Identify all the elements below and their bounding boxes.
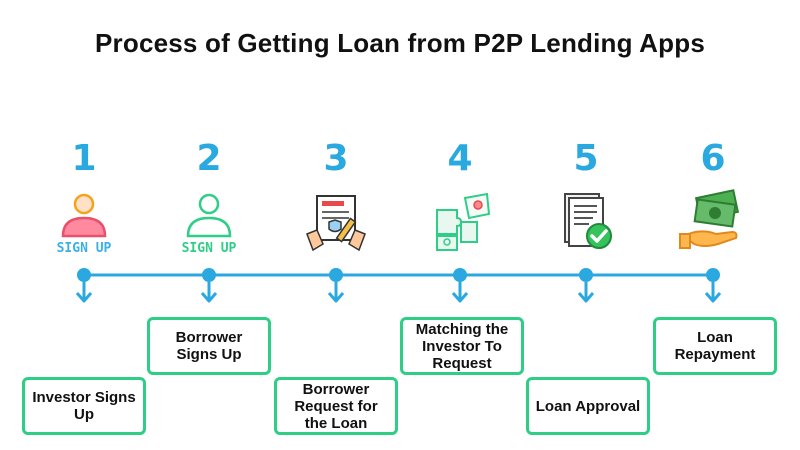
sign-up-text: SIGN UP <box>57 241 112 256</box>
timeline-node-3 <box>327 268 345 303</box>
step-number-1: 1 <box>71 138 97 179</box>
timeline <box>75 268 722 303</box>
step-number-2: 2 <box>196 138 222 179</box>
sign-up-text: SIGN UP <box>182 241 237 256</box>
step-label-loan-repayment: Loan Repayment <box>653 317 777 375</box>
step-label-investor-signs-up: Investor Signs Up <box>22 377 146 435</box>
step-number-6: 6 <box>700 138 726 179</box>
step-label-matching: Matching the Investor To Request <box>400 317 524 375</box>
step-label-borrower-signs-up: Borrower Signs Up <box>147 317 271 375</box>
timeline-node-6 <box>704 268 722 303</box>
investor-sign-up-icon: SIGN UP <box>49 188 119 258</box>
puzzle-match-icon <box>425 188 495 258</box>
step-label-borrower-request: Borrower Request for the Loan <box>274 377 398 435</box>
timeline-node-4 <box>451 268 469 303</box>
step-number-4: 4 <box>447 138 473 179</box>
document-approved-icon <box>551 188 621 258</box>
step-number-3: 3 <box>323 138 349 179</box>
page-title: Process of Getting Loan from P2P Lending… <box>95 28 705 58</box>
timeline-node-1 <box>75 268 93 303</box>
step-label-loan-approval: Loan Approval <box>526 377 650 435</box>
borrower-sign-up-icon: SIGN UP <box>174 188 244 258</box>
timeline-node-2 <box>200 268 218 303</box>
timeline-node-5 <box>577 268 595 303</box>
step-number-5: 5 <box>573 138 599 179</box>
money-hand-icon <box>678 188 748 258</box>
document-request-icon <box>301 188 371 258</box>
